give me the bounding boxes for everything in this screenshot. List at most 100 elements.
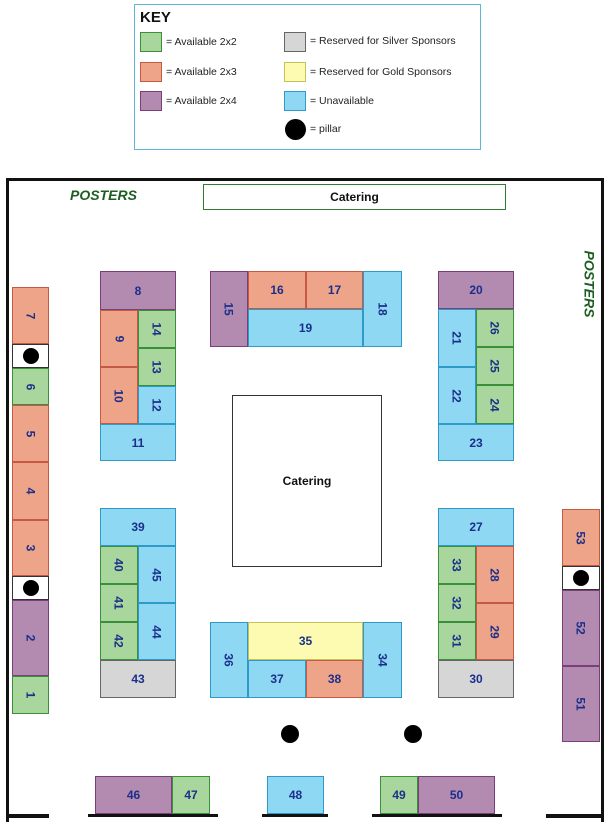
booth-8[interactable]: 8 xyxy=(100,271,176,310)
wall-bottom-segment xyxy=(262,814,328,817)
booth-53[interactable]: 53 xyxy=(562,509,600,566)
booth-42[interactable]: 42 xyxy=(100,622,138,660)
booth-9[interactable]: 9 xyxy=(100,310,138,367)
booth-19[interactable]: 19 xyxy=(248,309,363,347)
pillar-icon xyxy=(404,725,422,743)
booth-18[interactable]: 18 xyxy=(363,271,402,347)
wall-bottom-segment xyxy=(372,814,502,817)
booth-45[interactable]: 45 xyxy=(138,546,176,603)
booth-label: 1 xyxy=(23,691,38,699)
booth-32[interactable]: 32 xyxy=(438,584,476,622)
booth-13[interactable]: 13 xyxy=(138,348,176,386)
booth-label: 9 xyxy=(112,335,126,342)
booth-4[interactable]: 4 xyxy=(12,462,49,520)
booth-6[interactable]: 6 xyxy=(12,368,49,405)
booth-10[interactable]: 10 xyxy=(100,367,138,424)
booth-39[interactable]: 39 xyxy=(100,508,176,546)
booth-29[interactable]: 29 xyxy=(476,603,514,660)
booth-label: 25 xyxy=(487,359,502,373)
booth-51[interactable]: 51 xyxy=(562,666,600,742)
booth-48[interactable]: 48 xyxy=(267,776,324,814)
booth-label: 48 xyxy=(288,788,303,802)
booth-12[interactable]: 12 xyxy=(138,386,176,424)
legend-label-silver: = Reserved for Silver Sponsors xyxy=(310,35,456,47)
booth-22[interactable]: 22 xyxy=(438,367,476,424)
booth-label: 32 xyxy=(449,596,464,610)
booth-26[interactable]: 26 xyxy=(476,309,514,347)
booth-5[interactable]: 5 xyxy=(12,405,49,462)
booth-16[interactable]: 16 xyxy=(248,271,306,309)
booth-24[interactable]: 24 xyxy=(476,385,514,424)
booth-label: 44 xyxy=(149,624,164,639)
booth-7[interactable]: 7 xyxy=(12,287,49,344)
booth-47[interactable]: 47 xyxy=(172,776,210,814)
booth-17[interactable]: 17 xyxy=(306,271,363,309)
booth-label: 19 xyxy=(298,321,313,335)
legend-label-available-2x3: = Available 2x3 xyxy=(166,66,237,78)
booth-label: 33 xyxy=(449,558,464,572)
booth-label: 8 xyxy=(134,283,142,298)
pillar-icon xyxy=(22,348,39,364)
booth-49[interactable]: 49 xyxy=(380,776,418,814)
booth-36[interactable]: 36 xyxy=(210,622,248,698)
booth-label: 21 xyxy=(449,331,464,345)
booth-label: 18 xyxy=(375,302,390,316)
booth-label: 27 xyxy=(469,520,483,534)
booth-30[interactable]: 30 xyxy=(438,660,514,698)
booth-2[interactable]: 2 xyxy=(12,600,49,676)
booth-label: 47 xyxy=(184,788,198,802)
booth-25[interactable]: 25 xyxy=(476,347,514,385)
booth-50[interactable]: 50 xyxy=(418,776,495,814)
booth-38[interactable]: 38 xyxy=(306,660,363,698)
booth-label: 28 xyxy=(487,567,502,582)
booth-40[interactable]: 40 xyxy=(100,546,138,584)
booth-label: 22 xyxy=(449,388,464,403)
booth-44[interactable]: 44 xyxy=(138,603,176,660)
booth-34[interactable]: 34 xyxy=(363,622,402,698)
booth-label: 20 xyxy=(469,283,483,297)
pillar-icon xyxy=(281,725,299,743)
pillar-icon xyxy=(573,570,589,586)
wall-bottom-segment xyxy=(88,814,218,817)
booth-label: 42 xyxy=(111,634,126,648)
booth-11[interactable]: 11 xyxy=(100,424,176,461)
booth-15[interactable]: 15 xyxy=(210,271,248,347)
legend-label-available-2x4: = Available 2x4 xyxy=(166,95,237,107)
booth-label: 2 xyxy=(23,634,38,642)
posters-label-right: POSTERS xyxy=(581,250,598,318)
legend-label-available-2x2: = Available 2x2 xyxy=(166,36,237,48)
wall-top xyxy=(6,178,604,181)
booth-52[interactable]: 52 xyxy=(562,590,600,666)
booth-label: 51 xyxy=(573,697,588,711)
booth-37[interactable]: 37 xyxy=(248,660,306,698)
legend-label-gold: = Reserved for Gold Sponsors xyxy=(310,66,452,78)
legend-label-pillar: = pillar xyxy=(310,123,342,135)
booth-label: 46 xyxy=(126,788,141,802)
booth-label: 7 xyxy=(23,312,38,319)
booth-31[interactable]: 31 xyxy=(438,622,476,660)
booth-43[interactable]: 43 xyxy=(100,660,176,698)
booth-label: 10 xyxy=(111,388,126,403)
booth-14[interactable]: 14 xyxy=(138,310,176,348)
booth-1[interactable]: 1 xyxy=(12,676,49,714)
booth-3[interactable]: 3 xyxy=(12,520,49,576)
booth-41[interactable]: 41 xyxy=(100,584,138,622)
booth-label: 4 xyxy=(23,487,38,495)
booth-label: 45 xyxy=(149,567,164,582)
booth-33[interactable]: 33 xyxy=(438,546,476,584)
booth-23[interactable]: 23 xyxy=(438,424,514,461)
wall-bottom-right xyxy=(546,814,604,818)
booth-35[interactable]: 35 xyxy=(248,622,363,660)
booth-label: 12 xyxy=(149,398,164,412)
booth-label: 34 xyxy=(375,653,390,667)
booth-28[interactable]: 28 xyxy=(476,546,514,603)
wall-left xyxy=(6,178,9,822)
pillar-icon xyxy=(22,580,39,596)
booth-20[interactable]: 20 xyxy=(438,271,514,309)
booth-21[interactable]: 21 xyxy=(438,309,476,367)
booth-46[interactable]: 46 xyxy=(95,776,172,814)
legend-box xyxy=(134,4,481,150)
booth-27[interactable]: 27 xyxy=(438,508,514,546)
legend-swatch-available-2x2 xyxy=(140,32,162,52)
booth-label: 49 xyxy=(392,788,406,802)
